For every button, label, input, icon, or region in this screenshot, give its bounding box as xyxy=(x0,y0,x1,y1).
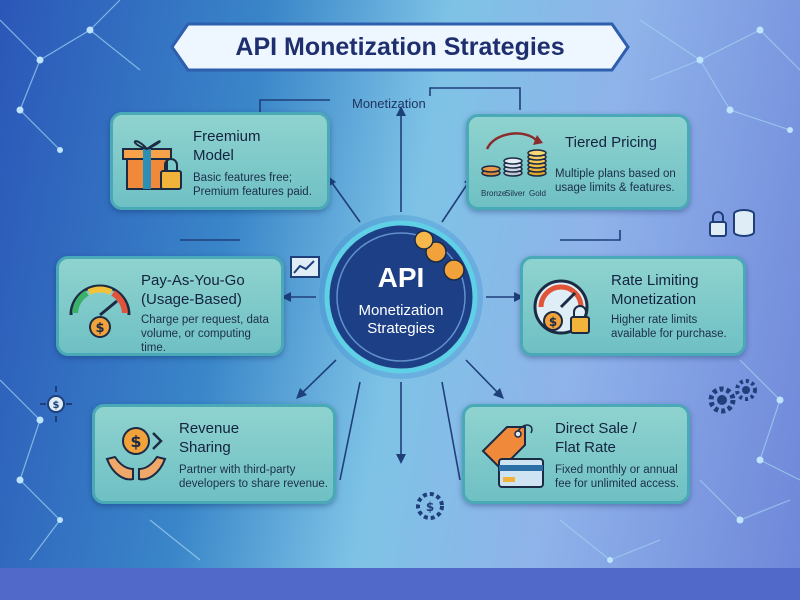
direct-desc-2: fee for unlimited access. xyxy=(555,478,680,490)
payg-desc-3: time. xyxy=(141,342,166,354)
hub-api-label: API xyxy=(377,262,425,293)
tiered-desc-1: Multiple plans based on xyxy=(555,168,676,180)
revenue-desc-1: Partner with third-party xyxy=(179,464,296,476)
freemium-title-1: Freemium xyxy=(193,128,261,145)
direct-sale-card: Direct Sale / Flat Rate Fixed monthly or… xyxy=(462,404,690,504)
hands-coin-icon: $ xyxy=(105,427,167,481)
title-banner xyxy=(170,22,630,72)
tier-gold-label: Gold xyxy=(529,189,546,198)
revenue-sharing-card: $ Revenue Sharing Partner with third-par… xyxy=(92,404,336,504)
tiered-pricing-card: Bronze Silver Gold Tiered Pricing Multip… xyxy=(466,114,690,210)
svg-text:$: $ xyxy=(549,315,557,329)
revenue-title-2: Sharing xyxy=(179,439,231,456)
payg-title-2: (Usage-Based) xyxy=(141,291,242,308)
freemium-desc-2: Premium features paid. xyxy=(193,186,312,198)
gift-lock-icon xyxy=(122,140,182,190)
payg-title-1: Pay-As-You-Go xyxy=(141,272,245,289)
gear-icon xyxy=(708,379,757,414)
freemium-desc-1: Basic features free; xyxy=(193,172,293,184)
hub-subtitle-2: Strategies xyxy=(367,320,435,337)
svg-text:$: $ xyxy=(95,321,104,336)
direct-title-2: Flat Rate xyxy=(555,439,616,456)
coin-stacks-icon xyxy=(481,132,547,177)
tiered-desc-2: usage limits & features. xyxy=(555,182,675,194)
direct-desc-1: Fixed monthly or annual xyxy=(555,464,678,476)
tag-card-icon xyxy=(481,424,544,488)
gauge-lock-icon: $ xyxy=(533,279,590,335)
svg-text:$: $ xyxy=(130,432,141,451)
lock-database-icon xyxy=(709,209,755,237)
monetization-label: Monetization xyxy=(352,96,426,111)
rate-title-2: Monetization xyxy=(611,291,697,308)
hub-subtitle-1: Monetization xyxy=(358,302,444,319)
page-title: API Monetization Strategies xyxy=(235,33,565,61)
rate-desc-2: available for purchase. xyxy=(611,328,727,340)
rate-limiting-card: $ Rate Limiting Monetization Higher rate… xyxy=(520,256,746,356)
svg-text:$: $ xyxy=(426,500,434,514)
gauge-coin-icon: $ xyxy=(69,284,131,338)
dollar-gear-icon: $ xyxy=(416,492,444,520)
payg-desc-2: volume, or computing xyxy=(141,328,251,340)
rate-title-1: Rate Limiting xyxy=(611,272,699,289)
freemium-title-2: Model xyxy=(193,147,234,164)
freemium-card: Freemium Model Basic features free; Prem… xyxy=(110,112,330,210)
revenue-desc-2: developers to share revenue. xyxy=(179,478,328,490)
central-hub xyxy=(319,215,483,379)
svg-text:$: $ xyxy=(53,400,60,411)
direct-title-1: Direct Sale / xyxy=(555,420,637,437)
dollar-arrows-icon: $ xyxy=(40,386,72,422)
rate-desc-1: Higher rate limits xyxy=(611,314,698,326)
chart-icon xyxy=(290,256,320,278)
payg-desc-1: Charge per request, data xyxy=(141,314,269,326)
payg-card: $ Pay-As-You-Go (Usage-Based) Charge per… xyxy=(56,256,284,356)
tiered-title: Tiered Pricing xyxy=(565,134,657,151)
footer-band xyxy=(0,568,800,600)
revenue-title-1: Revenue xyxy=(179,420,240,437)
tier-silver-label: Silver xyxy=(505,189,526,198)
tier-bronze-label: Bronze xyxy=(481,189,507,198)
hub-coins-icon xyxy=(414,230,465,281)
